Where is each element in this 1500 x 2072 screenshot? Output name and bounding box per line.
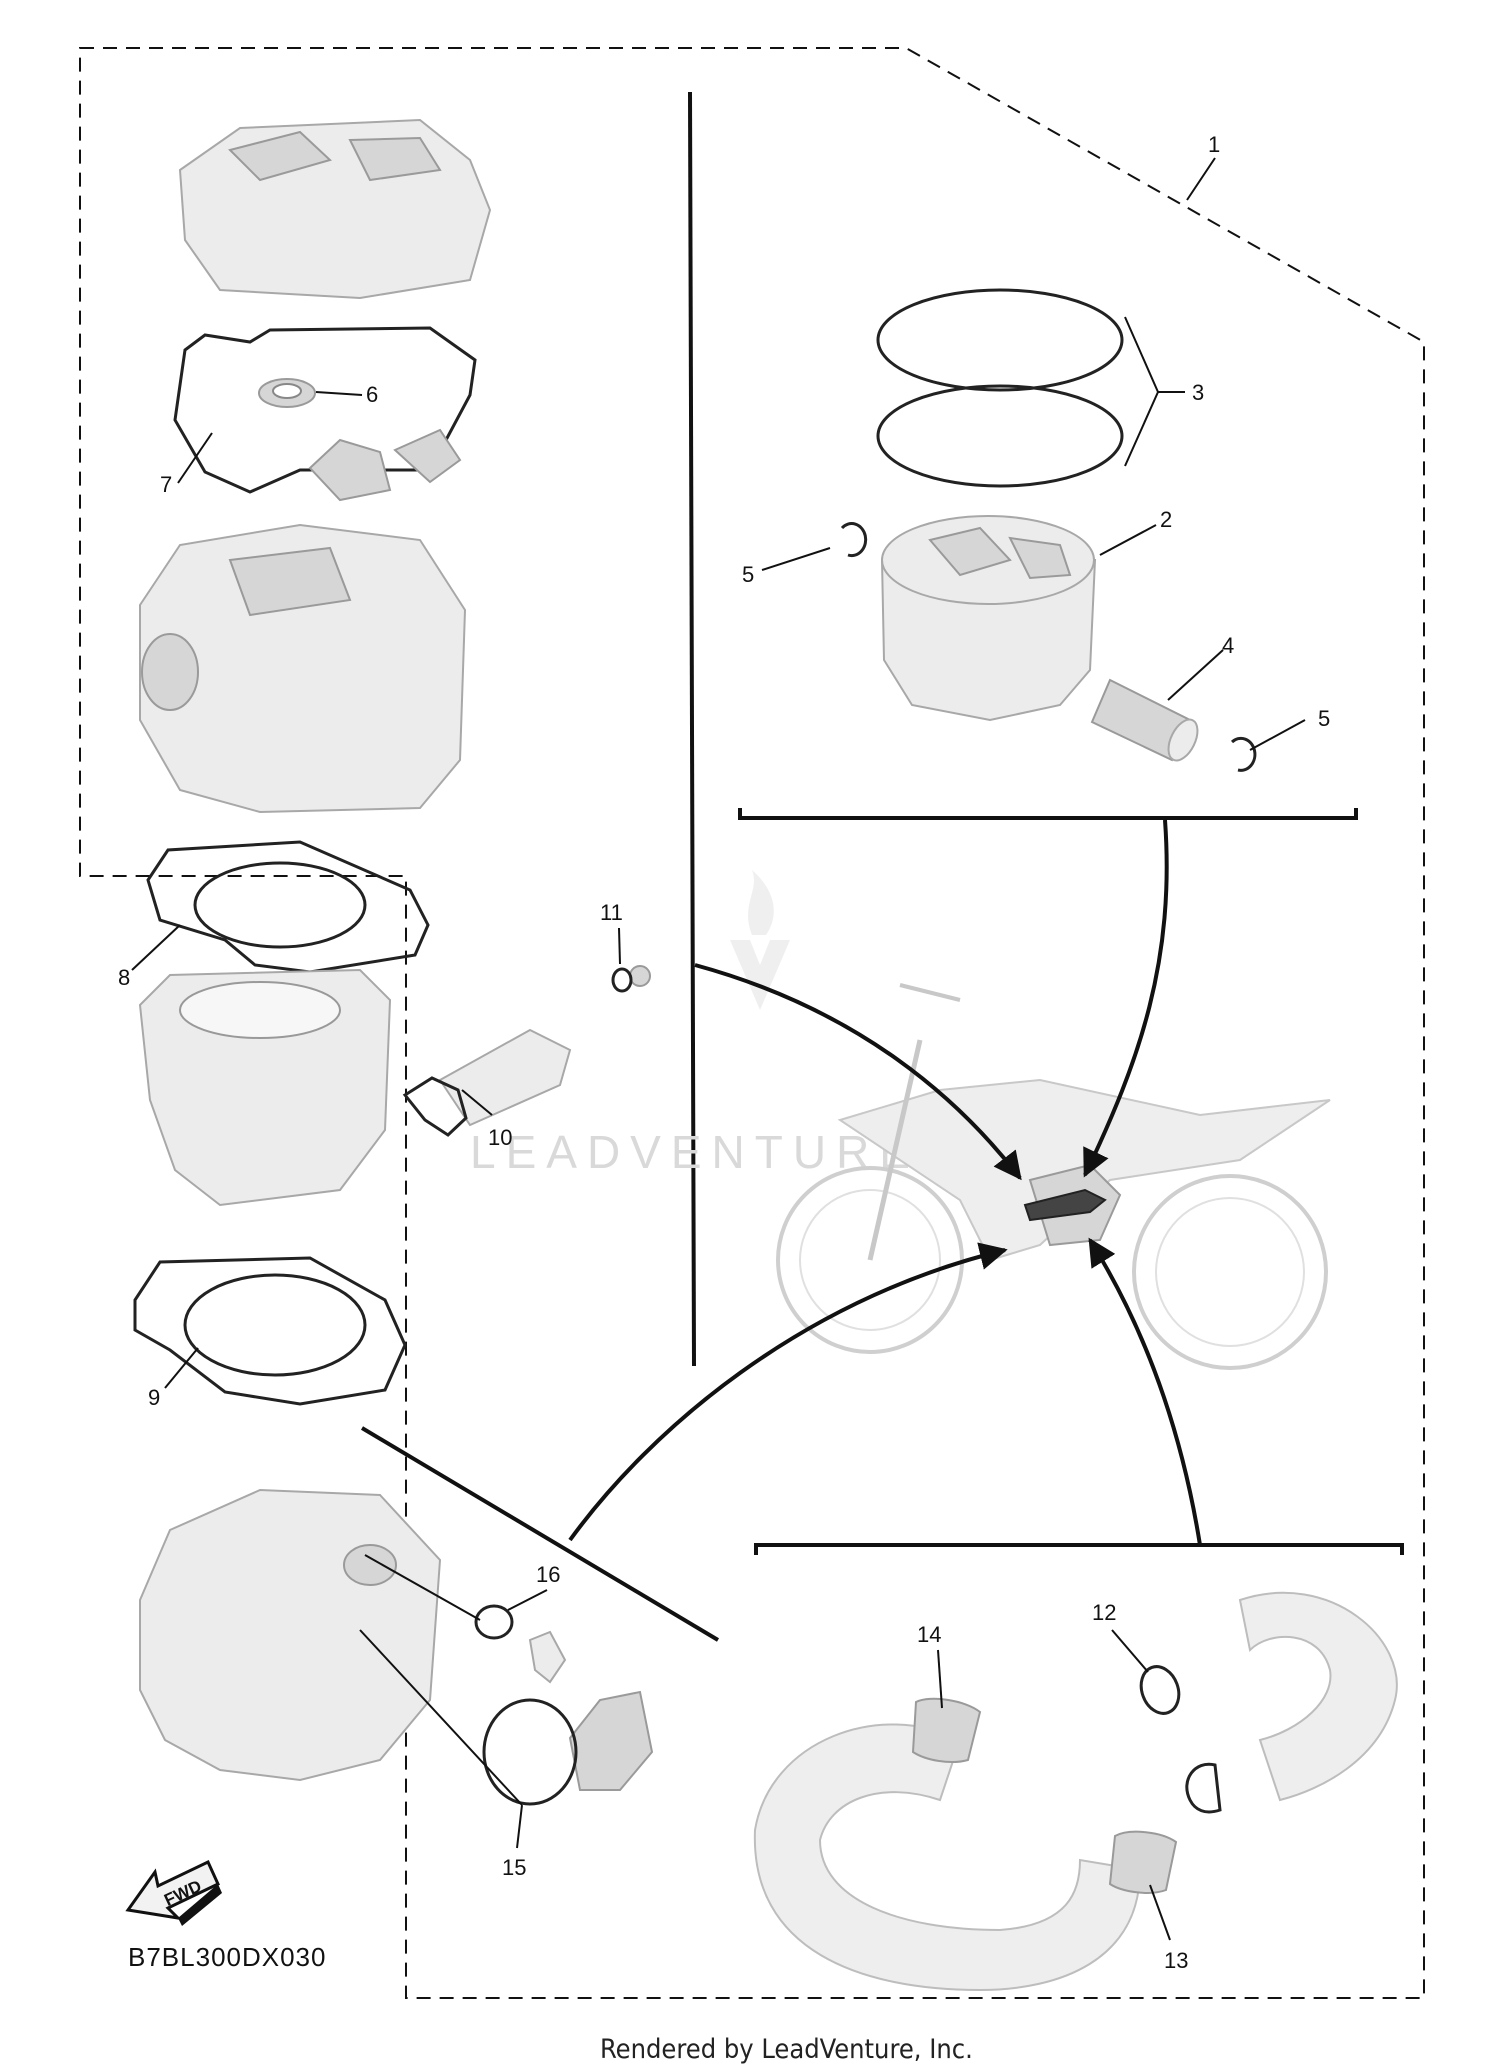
callout-7: 7 — [160, 472, 172, 497]
diagram-code: B7BL300DX030 — [128, 1942, 326, 1972]
water-pump-impeller — [528, 1630, 654, 1791]
leader-8 — [131, 924, 181, 971]
callout-3: 3 — [1192, 380, 1204, 405]
leader-12 — [1111, 1629, 1149, 1673]
plug-seal — [258, 378, 316, 408]
cylinder — [138, 968, 392, 1207]
water-pump-cover — [139, 1488, 442, 1782]
piston — [880, 515, 1097, 722]
kit-dashed-border — [79, 47, 1425, 1999]
callout-2: 2 — [1160, 507, 1172, 532]
callout-16: 16 — [536, 1562, 560, 1587]
tensioner-gasket — [402, 1076, 468, 1137]
tensioner-o-ring — [611, 967, 633, 993]
callout-6: 6 — [366, 382, 378, 407]
arrow-head-group — [694, 963, 1022, 1181]
divider-vertical — [688, 91, 696, 1367]
leader-6 — [315, 391, 363, 396]
leader-14 — [937, 1649, 943, 1709]
fwd-arrow-icon: FWD — [125, 1859, 222, 1926]
cylinder-head — [139, 523, 467, 814]
divider-piston-box — [738, 808, 1358, 820]
leader-1 — [1186, 157, 1216, 201]
callout-13: 13 — [1164, 1948, 1188, 1973]
exhaust-gasket-front — [911, 1697, 982, 1763]
arrow-exhaust-group — [1088, 1237, 1202, 1546]
exhaust-o-ring — [1139, 1665, 1181, 1715]
callout-5a: 5 — [742, 562, 754, 587]
callout-5b: 5 — [1318, 706, 1330, 731]
callout-12: 12 — [1092, 1600, 1116, 1625]
leader-16 — [364, 1554, 548, 1621]
leader-15 — [359, 1629, 523, 1849]
piston-pin-clip-left — [840, 522, 868, 558]
leader-10 — [461, 1089, 493, 1116]
exhaust-clamp — [1185, 1762, 1222, 1814]
callout-15: 15 — [502, 1855, 526, 1880]
leader-7 — [177, 432, 213, 484]
callout-4: 4 — [1222, 633, 1234, 658]
watermark-logo — [730, 870, 790, 1010]
leader-13 — [1149, 1884, 1171, 1941]
piston-rings — [876, 288, 1124, 488]
arrow-waterpump-group — [568, 1242, 1008, 1542]
arrow-piston-group — [1083, 819, 1169, 1178]
cylinder-head-gasket — [146, 840, 430, 974]
divider-waterpump — [360, 1426, 720, 1642]
watermark-text: LEADVENTURE — [470, 1126, 920, 1178]
leader-3 — [1124, 316, 1185, 467]
leader-4 — [1167, 649, 1224, 701]
exhaust-header-pipe — [753, 1591, 1398, 1992]
leader-9 — [164, 1347, 199, 1389]
callout-1: 1 — [1208, 132, 1220, 157]
water-pump-o-ring-small — [474, 1604, 514, 1640]
exhaust-gasket-rear — [1108, 1830, 1178, 1894]
leader-11 — [618, 927, 621, 965]
cylinder-base-gasket — [133, 1256, 407, 1406]
callout-11: 11 — [600, 900, 623, 925]
callout-10: 10 — [488, 1125, 512, 1150]
callout-14: 14 — [917, 1622, 941, 1647]
leader-5b — [1249, 719, 1306, 751]
cylinder-head-cover — [178, 118, 492, 300]
callout-8: 8 — [118, 965, 130, 990]
valve-cover-gasket — [173, 326, 477, 502]
leader-5a — [761, 547, 831, 571]
leader-2 — [1099, 524, 1157, 556]
piston-pin-clip-right — [1230, 736, 1257, 772]
water-pump-o-ring-large — [482, 1698, 578, 1806]
divider-exhaust-box — [754, 1543, 1404, 1555]
credit-line: Rendered by LeadVenture, Inc. — [600, 2034, 973, 2065]
piston-pin — [1090, 678, 1199, 762]
callout-9: 9 — [148, 1385, 160, 1410]
